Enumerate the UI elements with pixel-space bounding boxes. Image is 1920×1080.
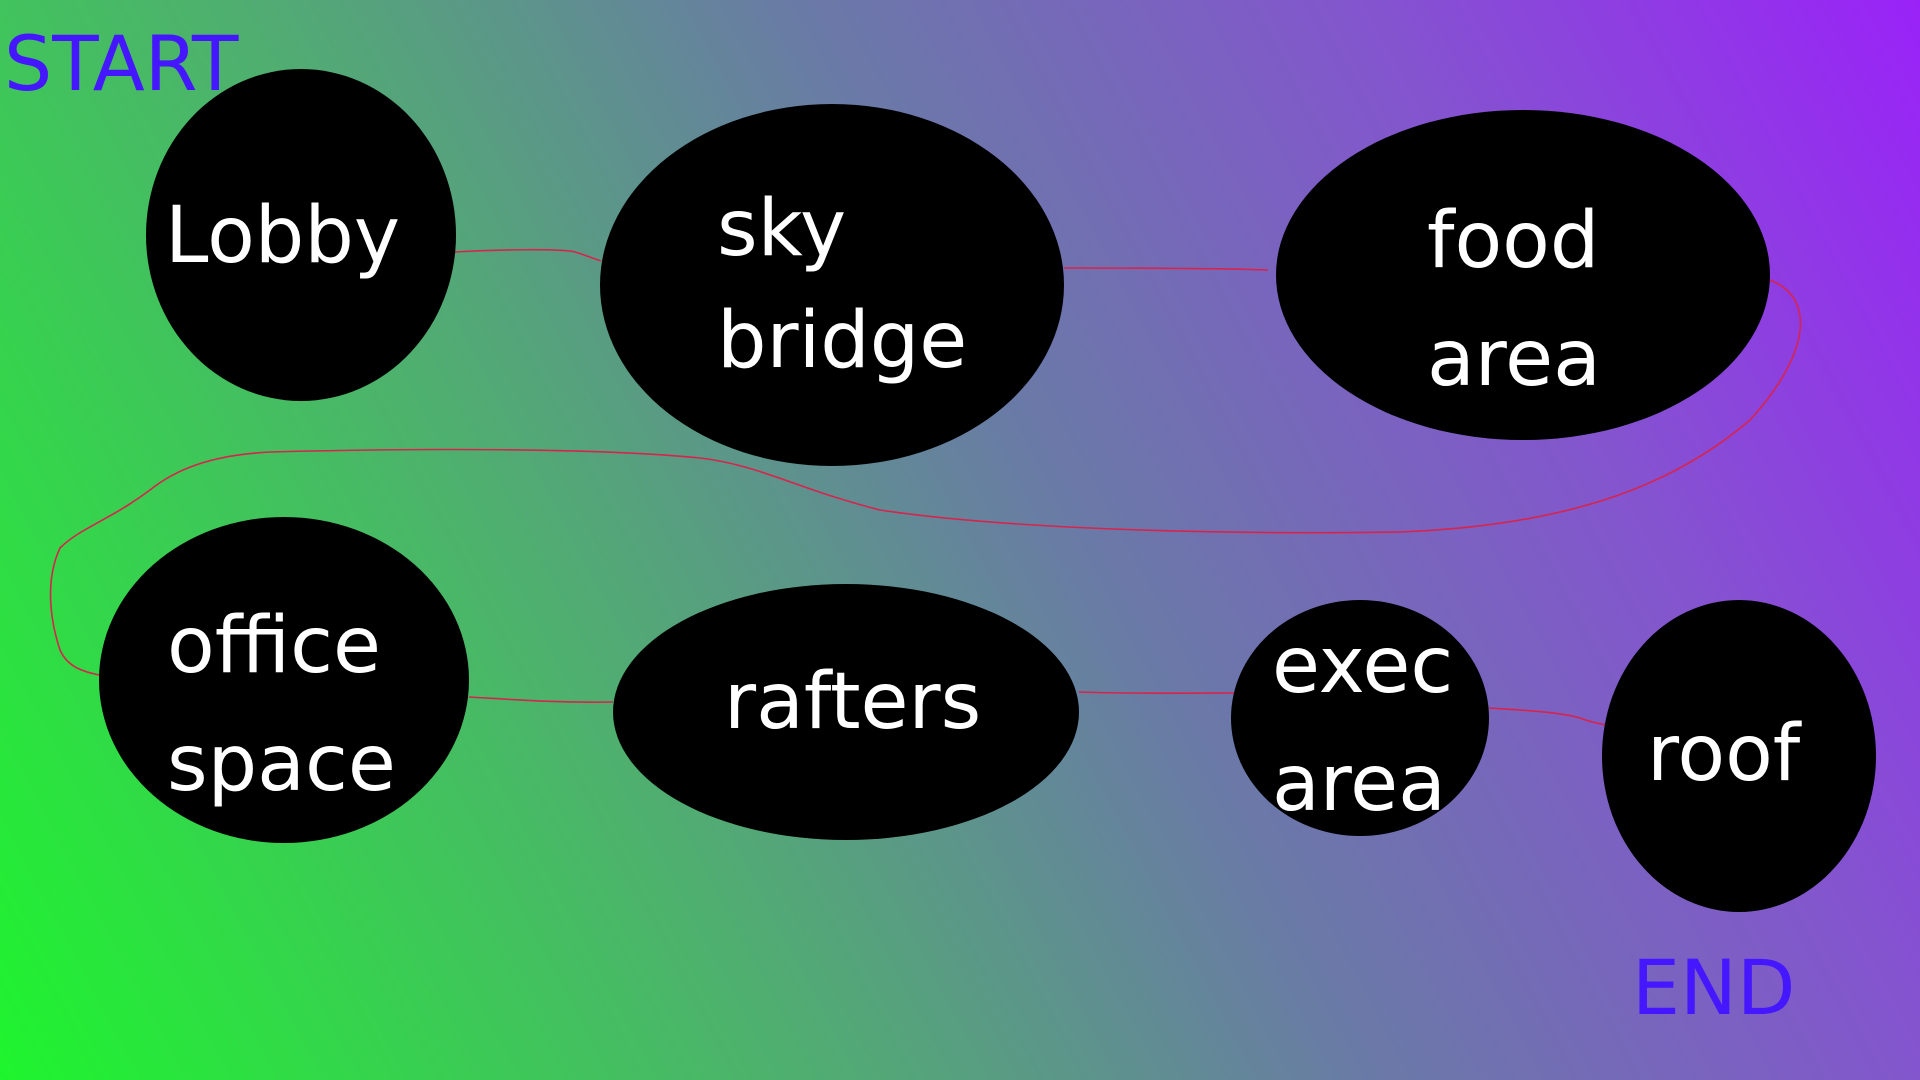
node-rafters-label-line-1: rafters bbox=[724, 657, 981, 747]
node-exec-area-label-line-1: exec bbox=[1272, 621, 1453, 711]
end-marker: END bbox=[1632, 943, 1796, 1032]
node-food-area-shape bbox=[1276, 110, 1770, 440]
start-marker: START bbox=[4, 19, 239, 108]
node-roof: roof bbox=[1602, 600, 1876, 912]
node-exec-area-label-line-2: area bbox=[1272, 739, 1446, 829]
node-lobby: Lobby bbox=[146, 69, 456, 401]
connector-exec-area-to-roof bbox=[1488, 707, 1613, 727]
node-food-area-label-line-1: food bbox=[1427, 196, 1599, 286]
node-exec-area-shape bbox=[1231, 600, 1489, 836]
node-lobby-label-line-1: Lobby bbox=[165, 191, 400, 281]
location-nodes: Lobby sky bridge food area office space rafters… bbox=[99, 69, 1876, 912]
node-rafters-shape bbox=[613, 584, 1079, 840]
node-roof-label-line-1: roof bbox=[1647, 709, 1802, 799]
node-sky-bridge-label-line-2: bridge bbox=[717, 296, 967, 386]
node-sky-bridge-shape bbox=[600, 104, 1064, 466]
node-rafters: rafters bbox=[613, 584, 1079, 840]
connector-office-space-to-rafters bbox=[468, 696, 614, 703]
connector-lobby-to-sky-bridge bbox=[453, 248, 602, 262]
node-roof-shape bbox=[1602, 600, 1876, 912]
connector-sky-bridge-to-food-area bbox=[1063, 267, 1269, 271]
node-office-space-label-line-1: office bbox=[167, 601, 381, 691]
node-office-space: office space bbox=[99, 517, 469, 843]
node-sky-bridge: sky bridge bbox=[600, 104, 1064, 466]
node-food-area: food area bbox=[1276, 110, 1770, 440]
node-lobby-shape bbox=[146, 69, 456, 401]
connectors bbox=[49, 248, 1802, 727]
node-exec-area: exec area bbox=[1231, 600, 1489, 836]
node-sky-bridge-label-line-1: sky bbox=[717, 184, 846, 274]
node-food-area-label-line-2: area bbox=[1427, 314, 1601, 404]
node-office-space-shape bbox=[99, 517, 469, 843]
connector-food-area-to-office-space bbox=[49, 279, 1802, 676]
node-office-space-label-line-2: space bbox=[167, 719, 396, 809]
connector-rafters-to-exec-area bbox=[1078, 691, 1239, 695]
